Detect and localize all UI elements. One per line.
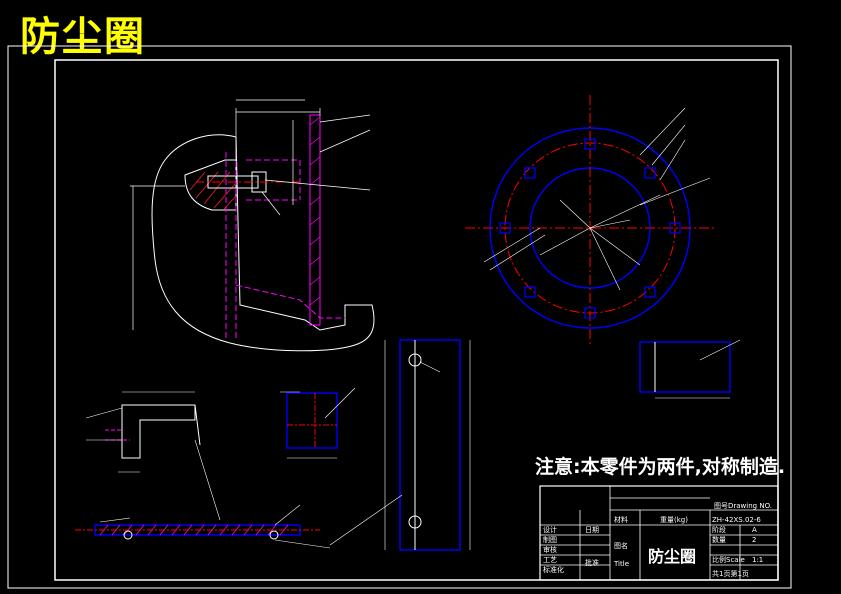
detail-l-bracket <box>85 391 221 521</box>
detail-long-strip <box>75 504 331 549</box>
detail-rect-right <box>639 339 741 399</box>
tb-drawing-no-label: 图号Drawing NO. <box>714 502 772 510</box>
outer-frame <box>7 45 792 589</box>
tb-scale-value: 1:1 <box>752 556 763 564</box>
tb-name-label-en: Title <box>613 560 629 568</box>
tb-drawing-no: ZH-42XS.02-6 <box>712 516 761 524</box>
title-block <box>539 485 779 581</box>
tb-stage-value: A <box>752 526 757 534</box>
tb-qty-value: 2 <box>752 536 756 544</box>
circular-top-view <box>465 95 715 345</box>
manufacturing-note: 注意:本零件为两件,对称制造. <box>535 456 786 478</box>
tb-material-label: 材料 <box>614 515 628 524</box>
tb-sheet-label: 共1页第1页 <box>712 569 749 578</box>
tb-row-1: 制图 <box>543 535 557 544</box>
tb-name-label: 图名 <box>614 541 628 550</box>
inner-frame <box>54 59 779 581</box>
tb-stage-label: 阶段 <box>712 525 726 534</box>
detail-square <box>280 387 356 459</box>
drawing-title: 防尘圈 <box>20 13 146 60</box>
tb-weight-label: 重量(kg) <box>660 516 688 524</box>
tb-qty-label: 数量 <box>712 535 726 544</box>
tb-date-label: 日期 <box>585 526 599 534</box>
tb-row-2: 审核 <box>543 545 557 554</box>
tb-row-5: 批准 <box>585 558 599 567</box>
tb-row-0: 设计 <box>543 525 557 534</box>
tb-scale-label: 比例Scale <box>712 555 745 564</box>
title-block-text: 材料 重量(kg) 图号Drawing NO. ZH-42XS.02-6 图名 … <box>543 502 772 578</box>
tb-part-name: 防尘圈 <box>648 547 696 566</box>
tb-row-3: 工艺 <box>543 556 557 564</box>
tb-row-4: 标准化 <box>543 565 564 574</box>
section-view-main <box>130 99 375 352</box>
detail-tall-plate <box>329 339 471 551</box>
